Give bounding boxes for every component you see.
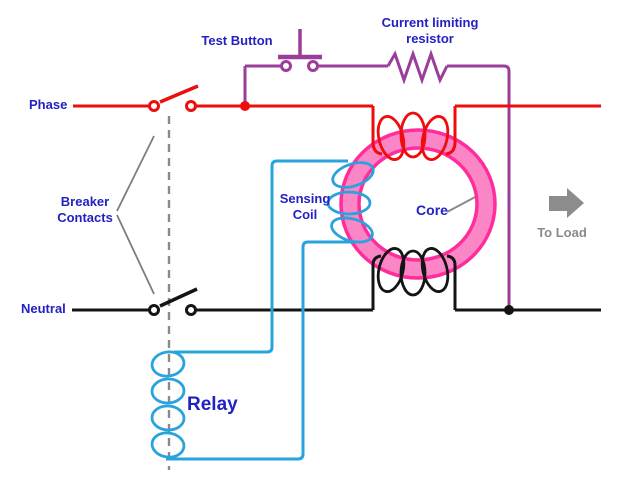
resistor-label-line2: resistor <box>406 31 454 46</box>
phase-label: Phase <box>29 97 68 112</box>
breaker-contacts-pointer-lines <box>116 135 155 295</box>
sensing-label-line1: Sensing <box>279 191 331 206</box>
relay-coil <box>150 350 186 459</box>
neutral-contact-right <box>185 304 197 316</box>
sensing-label-line2: Coil <box>292 207 318 222</box>
neutral-contact-left <box>148 304 160 316</box>
test-button-circuit <box>243 29 511 308</box>
breaker-contacts-label: Breaker Contacts <box>57 194 113 226</box>
test-button-label: Test Button <box>201 33 273 48</box>
core-label: Core <box>416 202 448 218</box>
resistor-label-line1: Current limiting <box>381 15 479 30</box>
core-ring <box>339 128 497 280</box>
breaker-label-line1: Breaker <box>60 194 110 209</box>
phase-contact-right <box>185 100 197 112</box>
neutral-junction-dot <box>504 305 514 315</box>
phase-breaker-blade <box>159 84 199 104</box>
test-button-contact-right <box>307 60 319 72</box>
to-load-label: To Load <box>537 225 587 240</box>
resistor-symbol <box>386 49 449 85</box>
sensing-relay-circuit <box>150 159 375 461</box>
current-limiting-resistor-label: Current limiting resistor <box>382 15 479 47</box>
neutral-breaker-blade <box>159 287 198 308</box>
test-button-contact-left <box>280 60 292 72</box>
core-pointer-line <box>446 194 480 213</box>
to-load-arrow-icon <box>549 188 584 218</box>
phase-coil-on-core <box>376 111 450 161</box>
sensing-coil-label: Sensing Coil <box>280 191 331 223</box>
phase-junction-dot <box>240 101 250 111</box>
phase-circuit <box>73 84 601 161</box>
phase-contact-left <box>148 100 160 112</box>
breaker-label-line2: Contacts <box>57 210 113 225</box>
neutral-label: Neutral <box>21 301 66 316</box>
neutral-coil-on-core <box>376 247 450 297</box>
relay-label: Relay <box>187 394 238 415</box>
neutral-circuit <box>72 247 601 316</box>
